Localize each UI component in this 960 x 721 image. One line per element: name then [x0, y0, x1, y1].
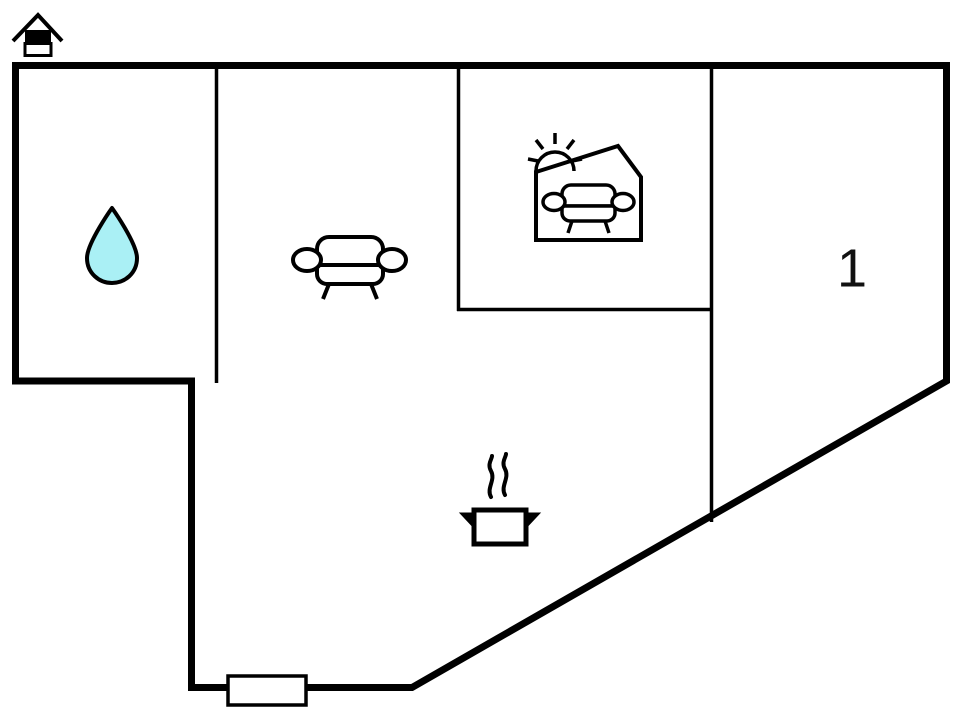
- terrace-sofa-armrest-right-icon: [610, 191, 636, 213]
- house-orientation-icon: [11, 12, 64, 57]
- terrace-sofa-leg-left-icon: [566, 220, 574, 234]
- sofa-leg-right-icon: [369, 283, 379, 300]
- house-body-upper-icon: [25, 30, 51, 44]
- entrance-door-panel[interactable]: [226, 674, 308, 707]
- house-roof-icon: [11, 12, 64, 43]
- sun-disc-icon: [534, 150, 576, 172]
- house-body-lower-icon: [23, 42, 53, 57]
- entrance-door[interactable]: [226, 674, 308, 707]
- sofa-icon: [291, 235, 408, 300]
- sofa-leg-left-icon: [321, 283, 331, 300]
- terrace-sofa-armrest-left-icon: [541, 191, 567, 213]
- sofa-back-icon: [315, 235, 385, 267]
- interior-walls: [214, 63, 714, 522]
- terrace-sofa-seat-icon: [560, 204, 617, 223]
- pot-body-icon: [471, 507, 529, 547]
- water-drop-icon: [85, 206, 139, 285]
- terrace-icon: [527, 133, 643, 242]
- exterior-walls: [12, 62, 950, 691]
- terrace-sofa-back-icon: [560, 183, 617, 208]
- sun-icon: [527, 133, 583, 172]
- sofa-armrest-left-icon: [291, 247, 323, 273]
- steam-right-icon: [501, 452, 509, 497]
- terrace-building-icon: [534, 143, 643, 242]
- terrace-sofa-leg-right-icon: [603, 220, 611, 234]
- sun-ray-upper-left-icon: [534, 138, 545, 151]
- room-number-1: 1: [837, 238, 867, 298]
- sofa-seat-icon: [315, 263, 385, 286]
- sofa-armrest-right-icon: [376, 247, 408, 273]
- exterior-wall-outline: [12, 62, 950, 691]
- steam-left-icon: [487, 454, 495, 499]
- cooking-pot-icon: [458, 452, 542, 547]
- sun-ray-left-icon: [527, 157, 539, 163]
- sun-ray-upper-right-icon: [565, 138, 576, 151]
- water-drop-shape-icon: [85, 206, 139, 285]
- room-labels: 1: [837, 238, 867, 298]
